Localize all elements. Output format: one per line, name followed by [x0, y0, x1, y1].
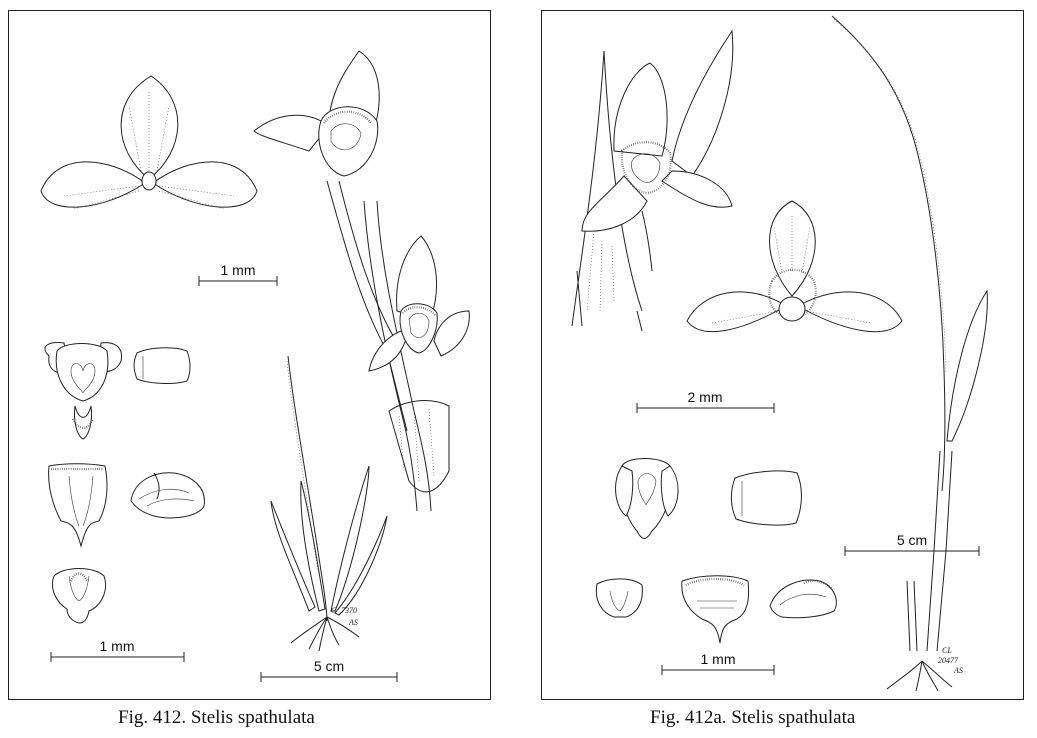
- scale-bar-3-label: 5 cm: [314, 658, 344, 674]
- dissection-column-side: [130, 472, 205, 519]
- flower-front-view-right: [686, 200, 903, 333]
- plate-right: 2 mm CL 20477 AS 5 cm: [541, 10, 1024, 700]
- scale-bar-r3-label: 1 mm: [701, 651, 736, 667]
- artist-initials-right-2: 20477: [938, 656, 959, 665]
- dissection-petal: [133, 347, 191, 384]
- plant-habit-right: CL 20477 AS: [831, 15, 988, 692]
- artist-initials-right-3: AS: [953, 666, 963, 675]
- scale-bar-r2: 5 cm: [844, 532, 980, 556]
- artist-initials-left-3: AS: [348, 618, 358, 627]
- artist-initials-left-1: C: [331, 606, 337, 615]
- dissection-lip: [48, 463, 108, 548]
- flower-front-view: [40, 75, 258, 210]
- inflorescence-detail: [253, 50, 470, 512]
- scale-bar-r1: 2 mm: [636, 389, 775, 413]
- left-illustration: 1 mm: [40, 50, 470, 682]
- scale-bar-1-label: 1 mm: [221, 262, 256, 278]
- dissection-column-front: [52, 568, 106, 624]
- scale-bar-r2-label: 5 cm: [897, 532, 927, 548]
- scale-bar-3: 5 cm: [260, 658, 398, 682]
- artist-initials-right-1: CL: [942, 646, 952, 655]
- scale-bar-1: 1 mm: [198, 262, 278, 286]
- scale-bar-r1-label: 2 mm: [688, 389, 723, 405]
- dissection-sepals-right: [615, 458, 679, 539]
- dissection-sepals: [44, 342, 123, 440]
- artist-initials-left-2: 7370: [341, 606, 357, 615]
- plate-left: 1 mm: [8, 10, 491, 700]
- figure-caption-left: Fig. 412. Stelis spathulata: [118, 707, 315, 728]
- scale-bar-2-label: 1 mm: [100, 638, 135, 654]
- dissection-column-side-right: [769, 579, 837, 619]
- flower-with-bract: [571, 29, 734, 332]
- plant-habit: C 7370 AS: [270, 355, 388, 652]
- right-illustration: 2 mm CL 20477 AS 5 cm: [571, 15, 988, 692]
- dissection-petal-right: [730, 470, 802, 526]
- dissection-lip-right: [595, 578, 643, 618]
- figure-caption-right: Fig. 412a. Stelis spathulata: [650, 707, 856, 728]
- scale-bar-r3: 1 mm: [661, 651, 775, 675]
- dissection-column-right: [681, 575, 750, 644]
- scale-bar-2: 1 mm: [50, 638, 185, 662]
